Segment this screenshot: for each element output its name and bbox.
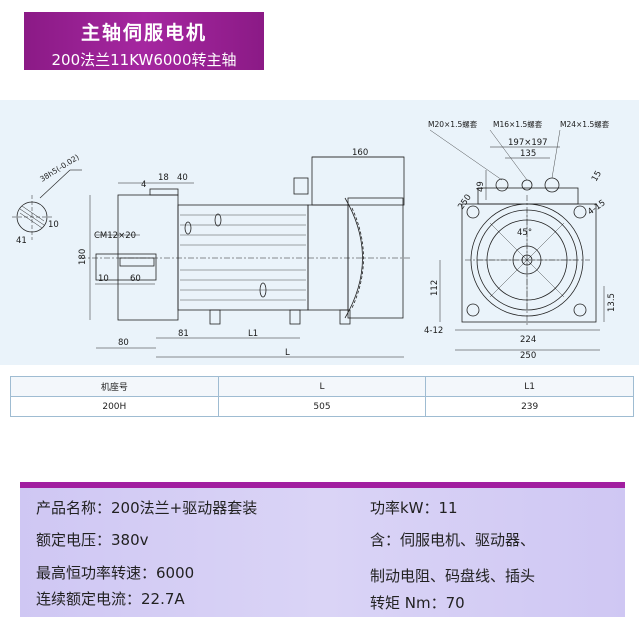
gland-m16-label: M16×1.5螺套 bbox=[493, 119, 543, 129]
bolt-circle-label: 250 bbox=[456, 193, 474, 212]
dim-81: 81 bbox=[178, 329, 189, 339]
table-header-L1: L1 bbox=[425, 376, 634, 397]
gland-m24 bbox=[544, 177, 560, 193]
includes-line-2: 制动电阻、码盘线、插头 bbox=[370, 567, 536, 585]
dim-13-5: 13.5 bbox=[607, 293, 617, 312]
dim-L: L bbox=[285, 348, 290, 358]
gland-m24-label: M24×1.5螺套 bbox=[560, 119, 610, 129]
dim-160: 160 bbox=[352, 148, 368, 158]
banner-title: 主轴伺服电机 bbox=[80, 22, 207, 44]
slot-label: 4-12 bbox=[424, 326, 443, 336]
gland-m20 bbox=[495, 178, 509, 192]
motor-body bbox=[177, 204, 309, 311]
holes-label: 4-15 bbox=[586, 198, 608, 217]
dim-4: 4 bbox=[141, 180, 146, 190]
dim-15: 15 bbox=[590, 169, 604, 183]
dim-250: 250 bbox=[520, 351, 536, 361]
dim-49: 49 bbox=[476, 181, 486, 192]
table-cell-L1: 239 bbox=[425, 396, 634, 417]
gland-m16 bbox=[521, 179, 533, 191]
info-panel: 产品名称：200法兰+驱动器套装 功率kW：11 额定电压：380v 含：伺服电… bbox=[20, 482, 625, 617]
dim-80: 80 bbox=[118, 338, 129, 348]
flange-size-label: 180 bbox=[78, 249, 88, 265]
dim-L1: L1 bbox=[248, 329, 258, 339]
dim-41: 41 bbox=[16, 236, 27, 246]
thread-label: CM12×20 bbox=[94, 231, 136, 241]
product-name: 产品名称：200法兰+驱动器套装 bbox=[36, 499, 258, 517]
includes-line-1: 含：伺服电机、驱动器、 bbox=[370, 531, 536, 549]
dim-60: 60 bbox=[130, 274, 141, 284]
gland-m20-label: M20×1.5螺套 bbox=[428, 119, 478, 129]
torque: 转矩 Nm：70 bbox=[370, 594, 465, 612]
front-flange bbox=[117, 194, 179, 321]
table-header-L: L bbox=[217, 376, 427, 397]
table-cell-frame: 200H bbox=[10, 396, 219, 417]
shaft-key-label: 38h5(-0.02) bbox=[38, 153, 80, 184]
power: 功率kW：11 bbox=[370, 499, 458, 517]
dim-18: 18 bbox=[158, 173, 169, 183]
dim-135: 135 bbox=[520, 149, 536, 159]
table-header-frame: 机座号 bbox=[10, 376, 219, 397]
end-view-terminal bbox=[477, 187, 579, 205]
dim-10: 10 bbox=[98, 274, 109, 284]
shaft bbox=[95, 253, 157, 281]
dim-197: 197×197 bbox=[508, 138, 548, 148]
dim-224: 224 bbox=[520, 335, 536, 345]
max-speed: 最高恒功率转速：6000 bbox=[36, 564, 195, 582]
dim-112: 112 bbox=[430, 280, 440, 296]
spec-table: 机座号 L L1 200H 505 239 bbox=[10, 376, 634, 417]
dim-40: 40 bbox=[177, 173, 188, 183]
dim-10-shaft: 10 bbox=[48, 220, 59, 230]
table-header-row: 机座号 L L1 bbox=[10, 376, 634, 397]
drawing-svg: 38h5(-0.02) 41 10 4 18 40 CM12×20 180 10… bbox=[12, 119, 617, 361]
end-view-flange bbox=[461, 203, 597, 323]
info-panel-bar bbox=[20, 482, 625, 488]
table-row: 200H 505 239 bbox=[10, 396, 634, 417]
banner-subtitle: 200法兰11KW6000转主轴 bbox=[51, 51, 237, 69]
rated-voltage: 额定电压：380v bbox=[36, 531, 149, 549]
table-cell-L: 505 bbox=[217, 396, 427, 417]
technical-drawing: 38h5(-0.02) 41 10 4 18 40 CM12×20 180 10… bbox=[0, 100, 639, 365]
title-banner: 主轴伺服电机 200法兰11KW6000转主轴 bbox=[24, 12, 264, 70]
angle-label: 45° bbox=[517, 228, 532, 238]
rated-current: 连续额定电流：22.7A bbox=[36, 590, 185, 608]
